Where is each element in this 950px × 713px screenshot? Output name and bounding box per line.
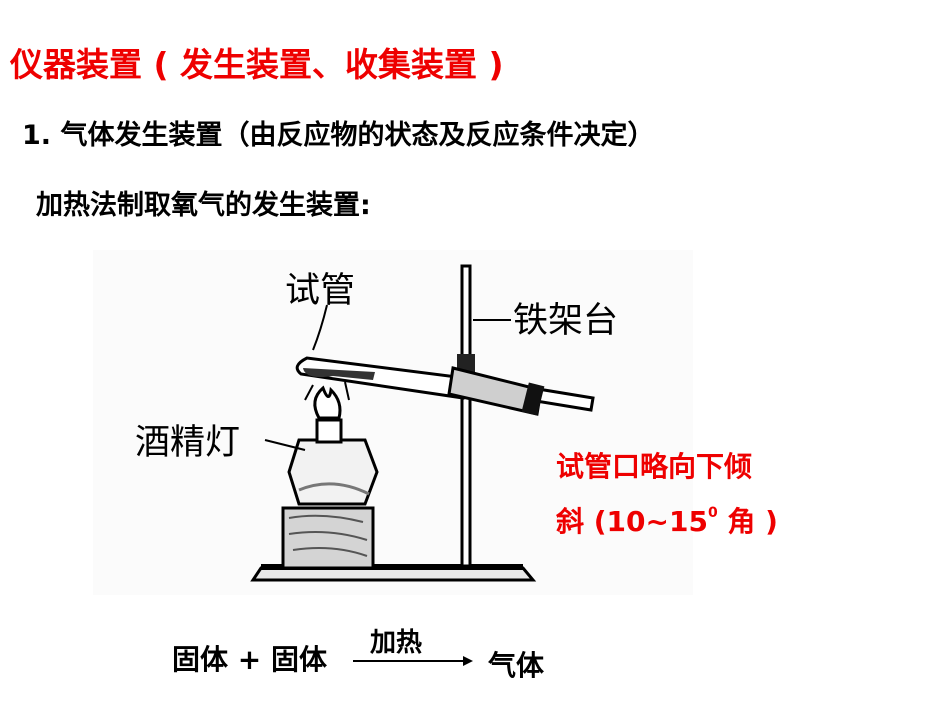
lamp-liquid [298, 482, 370, 496]
flame-icon [313, 385, 342, 420]
tilt-note: 试管口略向下倾 斜 (10~150 角 ) [556, 444, 778, 545]
lamp-neck [315, 418, 343, 444]
label-alcohol-lamp: 酒精灯 [135, 423, 240, 463]
tube-solid [303, 368, 375, 380]
equation-condition: 加热 [370, 628, 423, 658]
tilt-note-prefix: 斜 (10~15 [556, 505, 708, 538]
equation-product: 气体 [488, 649, 545, 682]
tilt-note-line1: 试管口略向下倾 [556, 450, 753, 483]
stand-base-top [261, 564, 523, 570]
wooden-block [281, 506, 375, 570]
flame-lines [304, 381, 350, 401]
reaction-arrow-icon [353, 656, 473, 666]
label-test-tube: 试管 [285, 271, 355, 311]
subsection-heading: 加热法制取氧气的发生装置: [36, 190, 371, 221]
tilt-note-degree: 0 [707, 505, 718, 521]
diagram-background [93, 250, 693, 595]
block-grain [288, 514, 368, 557]
page-title: 仪器装置 ( 发生装置、收集装置 ) [10, 45, 504, 84]
alcohol-lamp [287, 381, 379, 506]
equation-reactants: 固体 + 固体 [172, 643, 327, 676]
tilt-note-line2: 斜 (10~150 角 ) [556, 490, 778, 545]
label-iron-stand: 铁架台 [513, 301, 618, 341]
tube-body [295, 356, 467, 400]
test-tube [295, 356, 595, 416]
test-tube-leader [312, 304, 328, 351]
alcohol-lamp-leader [264, 439, 306, 451]
stopper [521, 382, 545, 416]
iron-stand [250, 264, 537, 582]
apparatus-diagram: 试管 铁架台 酒精灯 [93, 250, 693, 595]
tilt-note-suffix: 角 ) [717, 505, 778, 538]
stand-rod [460, 264, 472, 568]
section-heading: 1. 气体发生装置（由反应物的状态及反应条件决定） [22, 120, 655, 151]
